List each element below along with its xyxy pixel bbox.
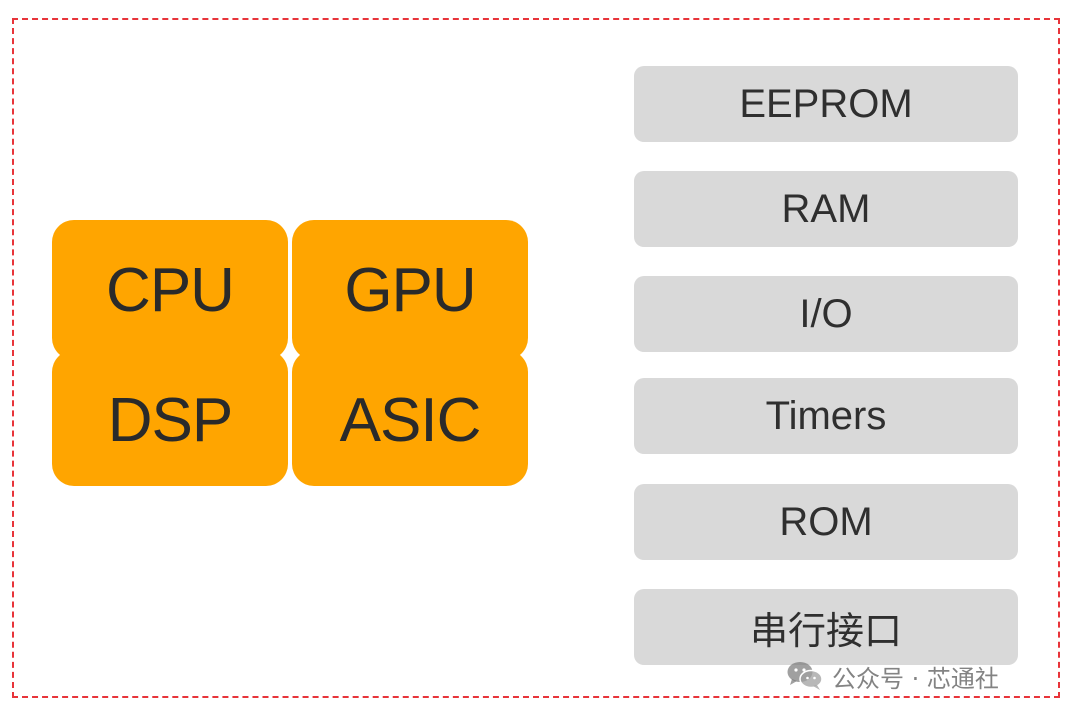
dsp-label: DSP	[107, 385, 233, 455]
wechat-icon	[787, 662, 823, 690]
io-block: I/O	[634, 276, 1018, 352]
watermark-text: 公众号 · 芯通社	[832, 664, 999, 693]
cpu-block: CPU	[52, 220, 288, 360]
rom-block: ROM	[634, 484, 1018, 560]
gpu-label: GPU	[344, 255, 476, 325]
gpu-block: GPU	[292, 220, 528, 360]
asic-label: ASIC	[339, 385, 482, 455]
ram-label: RAM	[781, 186, 871, 231]
ram-block: RAM	[634, 171, 1018, 247]
serial-interface-label: 串行接口	[749, 608, 902, 653]
serial-interface-block: 串行接口	[634, 589, 1018, 665]
io-label: I/O	[799, 291, 853, 336]
watermark: 公众号 · 芯通社	[786, 656, 999, 696]
eeprom-block: EEPROM	[634, 66, 1018, 142]
timers-label: Timers	[765, 393, 887, 438]
rom-label: ROM	[779, 499, 873, 544]
timers-block: Timers	[634, 378, 1018, 454]
dashed-boundary	[12, 18, 1060, 698]
asic-block: ASIC	[292, 350, 528, 486]
dsp-block: DSP	[52, 350, 288, 486]
cpu-label: CPU	[106, 255, 235, 325]
eeprom-label: EEPROM	[739, 81, 913, 126]
